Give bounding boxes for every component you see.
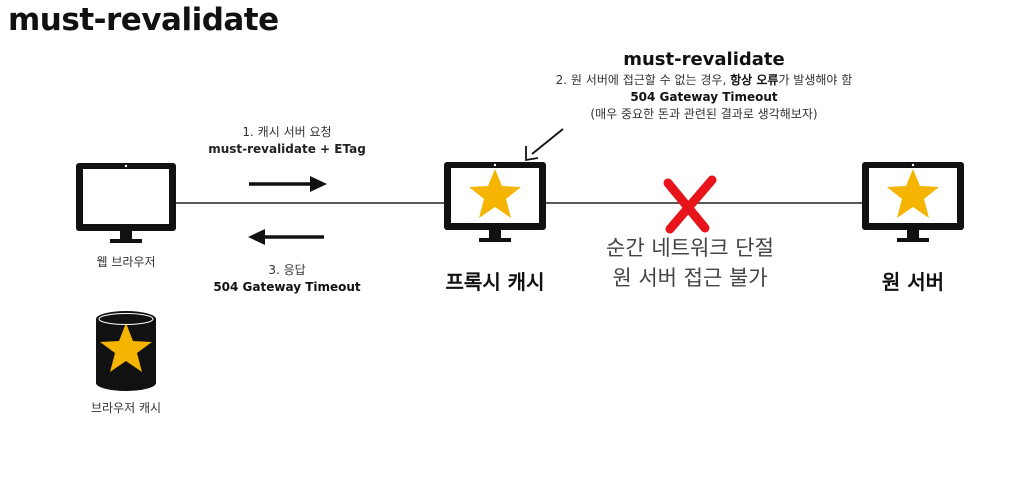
annotation-heading: must-revalidate: [623, 49, 785, 70]
annotation-line1: 2. 원 서버에 접근할 수 없는 경우, 항상 오류가 발생해야 함: [454, 72, 954, 88]
annotation-line1-suffix: 가 발생해야 함: [778, 73, 853, 87]
browser-monitor-icon: [76, 163, 176, 243]
origin-monitor-icon: [862, 162, 964, 242]
response-arrow-icon: [248, 229, 324, 245]
proxy-monitor-icon: [444, 162, 546, 242]
annotation-line1-bold: 항상 오류: [730, 73, 779, 87]
browser-label: 웹 브라우저: [96, 255, 156, 269]
proxy-star-icon: [469, 169, 521, 218]
origin-star-icon: [887, 169, 939, 218]
request-label-line1: 1. 캐시 서버 요청: [242, 125, 332, 139]
annotation-pointer-icon: [525, 128, 564, 162]
origin-label: 원 서버: [881, 270, 945, 294]
annotation-line3: (매우 중요한 돈과 관련된 결과로 생각해보자): [590, 107, 818, 121]
browser-cache-label: 브라우저 캐시: [90, 401, 162, 415]
request-label-line2: must-revalidate + ETag: [208, 142, 366, 156]
annotation-line2: 504 Gateway Timeout: [630, 90, 778, 104]
network-failure-cross-icon: [663, 175, 717, 234]
request-arrow-icon: [249, 176, 327, 192]
cache-star-icon: [100, 323, 152, 372]
page-title: must-revalidate: [8, 2, 279, 38]
annotation-line1-prefix: 2. 원 서버에 접근할 수 없는 경우,: [555, 73, 731, 87]
network-failure-line1: 순간 네트워크 단절: [606, 236, 774, 260]
response-label-line2: 504 Gateway Timeout: [213, 280, 361, 294]
network-failure-line2: 원 서버 접근 불가: [612, 266, 768, 290]
proxy-label: 프록시 캐시: [445, 270, 545, 294]
browser-cache-cylinder-icon: [96, 311, 156, 391]
response-label-line1: 3. 응답: [268, 263, 306, 277]
